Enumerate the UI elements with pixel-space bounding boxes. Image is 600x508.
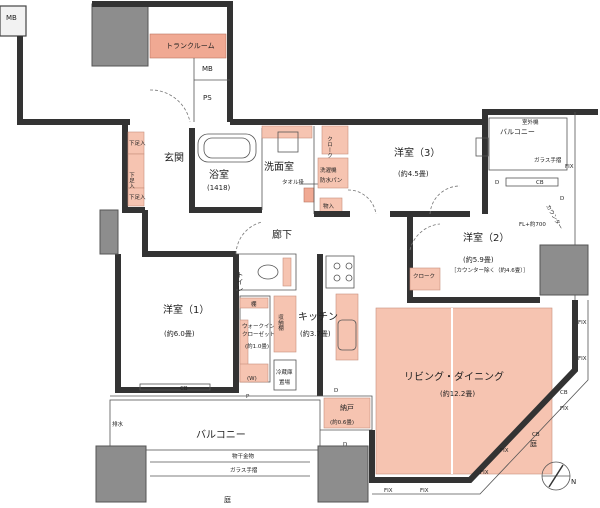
bath-label: 浴室 xyxy=(209,168,229,181)
western2-note-label: ［カウンター除く（約4.6畳）］ xyxy=(451,266,529,274)
north-label: N xyxy=(571,478,576,486)
d-2-label: D xyxy=(560,196,564,202)
door-swing-entry xyxy=(149,89,191,123)
d-4-label: D xyxy=(334,388,338,394)
column-bottom-mid xyxy=(317,445,369,503)
ps-label: PS xyxy=(203,94,212,102)
hallway-label: 廊下 xyxy=(272,228,292,241)
mb-top-label: MB xyxy=(6,14,17,22)
nando-size-label: (約0.6畳) xyxy=(330,418,354,426)
counter-label: カウンター xyxy=(544,203,565,231)
column-top-left xyxy=(91,3,149,67)
trunk-room xyxy=(149,33,227,59)
mb-mid-label: MB xyxy=(202,65,213,73)
linen-label: 収納棚 xyxy=(277,314,284,332)
wall-left-upper xyxy=(17,36,130,125)
fridge2-label: 置場 xyxy=(279,378,291,386)
north-arrow: N xyxy=(541,461,576,491)
wall-bath xyxy=(189,128,262,213)
fix-r2-label: FIX xyxy=(578,356,587,362)
cb-4-label: CB xyxy=(560,390,568,396)
bath-size-label: (1418) xyxy=(207,184,231,192)
eave-fix-label: ガラス手摺 xyxy=(534,156,562,164)
mb-box-top xyxy=(0,5,27,37)
western2-size-label: (約5.9畳) xyxy=(463,255,494,264)
fix-r1-label: FIX xyxy=(578,320,587,326)
toilet-label: トイレ xyxy=(236,271,244,292)
fl-note-label: FL+約700 xyxy=(519,220,546,228)
closet-walkin-label: クローゼット xyxy=(242,330,275,338)
entrance-label: 玄関 xyxy=(164,151,184,164)
cb-3-label: CB xyxy=(532,432,540,438)
western3-size-label: (約4.5畳) xyxy=(398,169,429,178)
closet-top-label: クローク xyxy=(326,136,333,159)
wall-top-main xyxy=(230,109,598,125)
balcony-top-label: バルコニー xyxy=(500,128,535,136)
garden-right-label: 庭 xyxy=(530,439,537,448)
fix-b3-label: FIX xyxy=(420,488,429,494)
western1-label: 洋室（1） xyxy=(163,303,209,316)
d-3-label: D xyxy=(343,442,347,448)
kitchen-size-label: (約3.7畳) xyxy=(300,329,331,338)
fix-b2-label: FIX xyxy=(384,488,393,494)
column-bottom-left xyxy=(95,445,147,503)
wall-hallway xyxy=(142,210,236,257)
ldk-label: リビング・ダイニング xyxy=(404,370,504,383)
shelf-label: 棚 xyxy=(251,300,257,308)
wall-top-block xyxy=(92,1,233,122)
nando-label: 納戸 xyxy=(340,403,354,412)
fix-b1-label: FIX xyxy=(480,470,489,476)
wall-western2 xyxy=(407,214,540,303)
walkin-size-label: (約1.0畳) xyxy=(245,342,269,350)
wall-ldk-outer xyxy=(369,300,578,483)
hanger-label: 物干金物 xyxy=(232,452,255,460)
p-mark-label: P xyxy=(246,394,250,400)
cb-2-label: CB xyxy=(180,386,188,392)
cb-1-label: CB xyxy=(536,180,544,186)
fix-r3-label: FIX xyxy=(560,406,569,412)
balcony-bottom xyxy=(109,399,321,451)
d-1-label: D xyxy=(495,180,499,186)
wall-entrance-left xyxy=(122,122,145,213)
washer-pan-label: 防水パン xyxy=(320,176,343,184)
shoe-storage-3: 下足入 xyxy=(129,194,146,201)
shoe-storage-2: 下足入 xyxy=(128,172,135,189)
kitchen-label: キッチン xyxy=(298,311,338,323)
ldk-area xyxy=(375,307,553,475)
balcony-top xyxy=(488,117,568,171)
garden-label: 庭 xyxy=(224,495,231,504)
drain-label: 排水 xyxy=(112,420,124,428)
shoe-storage-1: 下足入 xyxy=(129,140,146,147)
closet-w2-label: クローク xyxy=(413,273,435,280)
fridge-label: 冷蔵庫 xyxy=(276,368,293,376)
w-mark-label: (W) xyxy=(247,376,257,382)
column-right xyxy=(539,244,589,296)
trunk-room-label: トランクルーム xyxy=(166,42,215,50)
washer-label: 洗濯機 xyxy=(320,166,337,174)
fix-r4-label: FIX xyxy=(500,448,509,454)
western1-size-label: (約6.0畳) xyxy=(164,329,195,338)
glass-rail-label: ガラス手摺 xyxy=(230,466,258,474)
ldk-size-label: (約12.2畳) xyxy=(440,389,475,398)
western3-label: 洋室（3） xyxy=(394,146,440,159)
towel-bar-label: タオル掛 xyxy=(282,178,305,186)
walkin-label: ウォークイン xyxy=(242,322,276,330)
balcony-bottom-label: バルコニー xyxy=(196,429,246,441)
western2-label: 洋室（2） xyxy=(463,231,509,244)
outdoor-unit-label: 室外機 xyxy=(522,118,539,126)
fix-1-label: FIX xyxy=(565,164,574,170)
washroom-label: 洗面室 xyxy=(264,160,294,173)
storage-in-label: 物入 xyxy=(323,202,335,210)
wall-western1 xyxy=(115,254,239,393)
